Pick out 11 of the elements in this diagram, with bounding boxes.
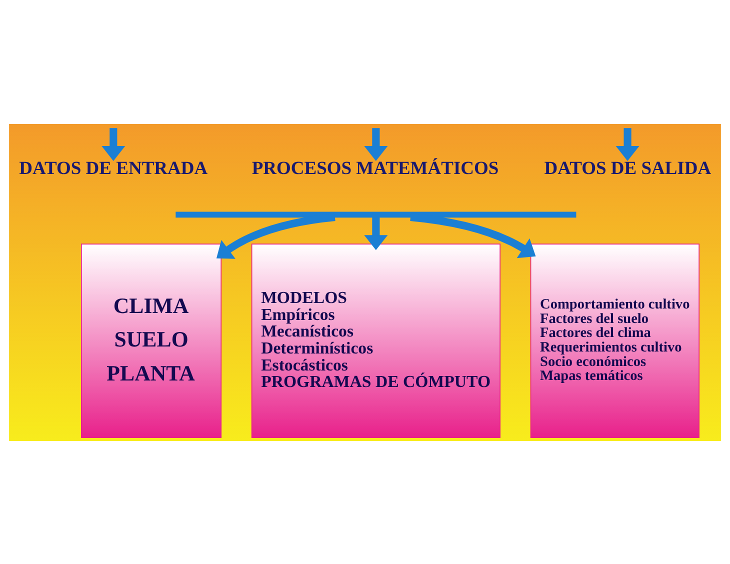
node-text: DATOS DE SALIDA [544, 158, 712, 178]
arrow [364, 216, 388, 250]
node-box: MODELOS Empíricos Mecanísticos Determinísticos Estocásticos PROGRAMAS DE CÓMPUTO [251, 243, 500, 438]
arrow [102, 128, 126, 160]
arrow [364, 128, 388, 160]
node-box: CLIMA SUELO PLANTA [81, 243, 222, 438]
arrow [616, 128, 640, 160]
node-text: DATOS DE ENTRADA [19, 158, 208, 178]
node-box: Comportamiento cultivo Factores del suelo Factores del clima Requerimientos cultivo Socio económicos Mapas temáticos [530, 243, 700, 438]
node-text: PROCESOS MATEMÁTICOS [252, 158, 499, 178]
node-bar [176, 211, 576, 218]
